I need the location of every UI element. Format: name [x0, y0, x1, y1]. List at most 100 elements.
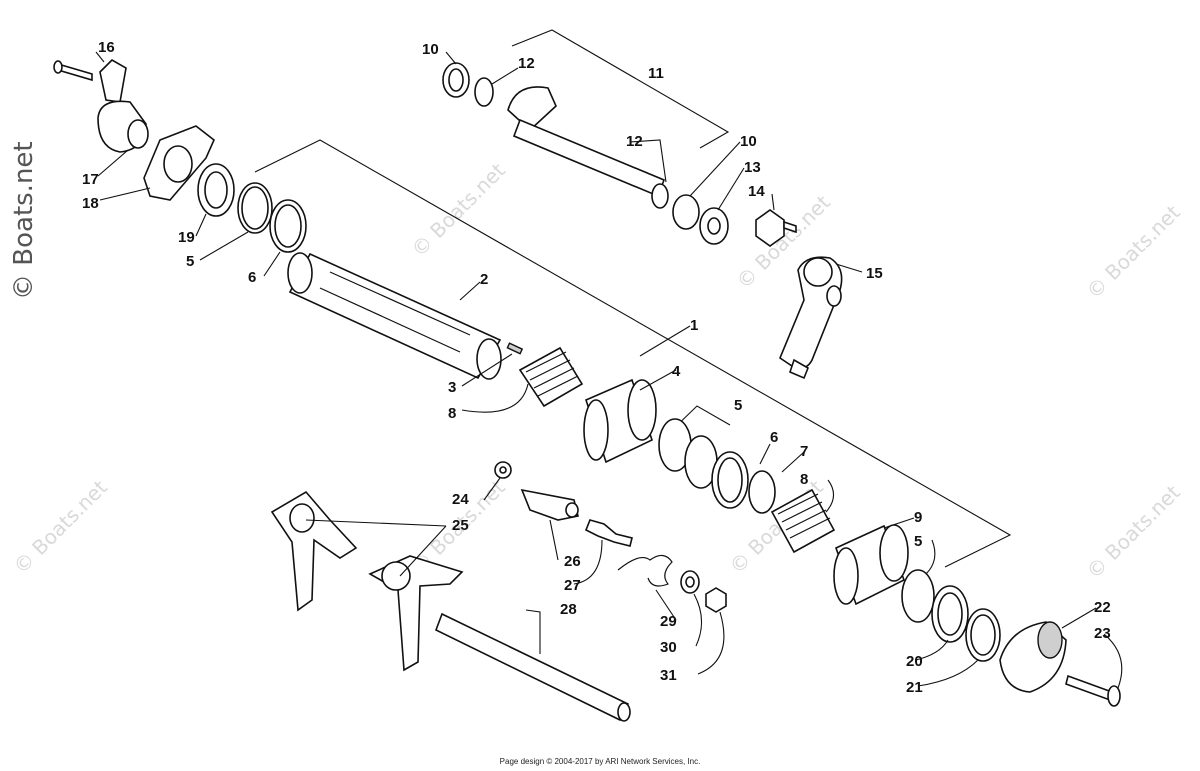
washer-6-left-inner — [274, 204, 302, 248]
callouts: 16 17 18 19 5 6 10 12 11 12 10 13 14 15 … — [82, 39, 1111, 696]
callout-26: 26 — [564, 553, 581, 570]
drum-groove — [329, 271, 471, 336]
callout-29: 29 — [660, 613, 677, 630]
seal-20-inner — [937, 592, 963, 636]
bracket-assembly-1 — [254, 139, 1012, 568]
callout-14: 14 — [748, 183, 765, 200]
watermark-text: © Boats.net — [9, 475, 112, 578]
callout-8: 8 — [448, 405, 456, 422]
shift-switch — [53, 59, 307, 253]
collar-4-face — [627, 379, 657, 441]
footer-copyright: Page design © 2004-2017 by ARI Network S… — [499, 757, 701, 766]
shift-drum — [287, 252, 524, 380]
bolt-23-head — [1107, 685, 1121, 707]
callout-12: 12 — [626, 133, 643, 150]
shift-lever — [755, 209, 843, 380]
callout-10: 10 — [740, 133, 757, 150]
washer-6-inner — [717, 457, 743, 503]
bracket-assembly-11 — [511, 29, 730, 149]
washer-30-inner — [685, 576, 695, 588]
callout-30: 30 — [660, 639, 677, 656]
callout-8: 8 — [800, 471, 808, 488]
callout-11: 11 — [648, 65, 664, 82]
callout-19: 19 — [178, 229, 195, 246]
drum-gear — [999, 621, 1121, 707]
gear-22-teeth — [1037, 621, 1063, 659]
callout-16: 16 — [98, 39, 115, 56]
watermark-text: © Boats.net — [1082, 480, 1185, 583]
bolt-14 — [755, 209, 785, 247]
callout-31: 31 — [660, 667, 677, 684]
washer-21-inner — [970, 614, 996, 656]
bolt-14-thread — [783, 220, 797, 234]
lever-15-spline — [826, 285, 842, 307]
bolt-27 — [584, 519, 633, 547]
washer-24-inner — [499, 466, 507, 474]
callout-25: 25 — [452, 517, 469, 534]
circlip-12-b — [651, 183, 669, 209]
bolt-23 — [1065, 674, 1113, 702]
fork-25-b-boss — [381, 561, 411, 591]
callout-5: 5 — [734, 397, 742, 414]
spring-8-coils — [525, 351, 579, 397]
callout-12: 12 — [518, 55, 535, 72]
shift-drum-2-end-right — [476, 338, 502, 380]
circlip-5-right — [901, 569, 935, 623]
callout-7: 7 — [800, 443, 808, 460]
watermark-text: © Boats.net — [1082, 200, 1185, 303]
collar-9-face — [879, 524, 909, 582]
ring-7 — [748, 470, 776, 514]
callout-6: 6 — [770, 429, 778, 446]
drum-parts — [518, 346, 1001, 662]
bearing-13-inner — [707, 217, 721, 235]
collar-4-back — [583, 399, 609, 461]
watermark-text: © Boats.net — [9, 141, 39, 300]
fork-25-a — [270, 490, 358, 612]
callout-24: 24 — [452, 491, 469, 508]
callout-5: 5 — [186, 253, 194, 270]
callout-9: 9 — [914, 509, 922, 526]
callout-21: 21 — [906, 679, 923, 696]
callout-6: 6 — [248, 269, 256, 286]
watermarks: © Boats.net © Boats.net © Boats.net © Bo… — [9, 141, 1185, 583]
callout-10: 10 — [422, 41, 439, 58]
spring-29 — [617, 554, 673, 587]
callout-23: 23 — [1094, 625, 1111, 642]
callout-22: 22 — [1094, 599, 1111, 616]
stopper-parts — [494, 461, 727, 613]
leaders — [95, 51, 1123, 689]
callout-4: 4 — [672, 363, 681, 380]
shift-drum-2-end — [287, 252, 313, 294]
rod-28-end — [617, 702, 631, 722]
gasket-18-hole — [163, 145, 193, 183]
callout-2: 2 — [480, 271, 488, 288]
shift-forks — [270, 490, 631, 722]
spring-8-lower-coils — [777, 493, 831, 539]
bolt-16-head — [53, 60, 63, 74]
callout-27: 27 — [564, 577, 581, 594]
circlip-5-left-inner — [241, 186, 269, 230]
callout-15: 15 — [866, 265, 883, 282]
pin-3 — [506, 342, 524, 355]
seal-19-inner — [204, 171, 228, 209]
stopper-arm-hole — [565, 502, 579, 518]
collar-9-back — [833, 547, 859, 605]
shift-shaft-assembly — [442, 62, 729, 245]
lever-15-boss — [803, 257, 833, 287]
bolt-16 — [57, 62, 93, 82]
callout-5: 5 — [914, 533, 922, 550]
shift-shaft — [512, 118, 666, 198]
spring-8-upper — [518, 346, 584, 408]
callout-1: 1 — [690, 317, 698, 334]
callout-28: 28 — [560, 601, 577, 618]
shift-drum-2 — [288, 252, 502, 380]
callout-17: 17 — [82, 171, 99, 188]
switch-17-face — [127, 119, 149, 149]
switch-connector — [99, 59, 127, 103]
lever-15-pin — [789, 358, 810, 380]
washer-10-inner — [448, 68, 464, 92]
callout-3: 3 — [448, 379, 456, 396]
callout-13: 13 — [744, 159, 761, 176]
rod-28 — [434, 612, 630, 722]
